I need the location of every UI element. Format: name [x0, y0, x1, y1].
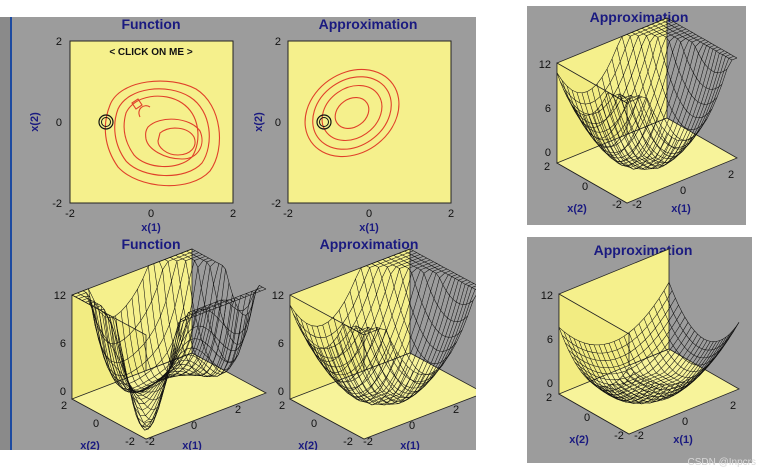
x1-tick: 0: [682, 416, 688, 428]
side-top-title: Approximation: [590, 9, 689, 25]
x1-axis-label: x(1): [182, 440, 202, 450]
x-tick: 2: [230, 208, 236, 220]
z-tick: 0: [278, 386, 284, 398]
z-tick: 0: [60, 386, 66, 398]
x1-tick: 0: [680, 185, 686, 197]
x1-tick: -2: [632, 199, 642, 211]
watermark: CSDN @Inpcrs: [687, 457, 757, 468]
y-axis-label: x(2): [253, 112, 265, 132]
y-tick: -2: [271, 198, 281, 210]
surface-plot-side-bottom[interactable]: Approximation 12 6 0 2 0 -2 -2 0 2 x(2) …: [541, 242, 740, 446]
z-tick: 12: [54, 290, 66, 302]
x2-tick: 2: [279, 400, 285, 412]
figure-left-edge: [0, 17, 12, 450]
side-figure-top: Approximation 12 6 0 2 0 -2 -2 0 2 x(2) …: [527, 6, 746, 225]
x-tick: -2: [283, 208, 293, 220]
x1-tick: 2: [730, 400, 736, 412]
z-tick: 6: [547, 334, 553, 346]
x-axis-label: x(1): [359, 222, 379, 234]
x1-tick: 0: [409, 420, 415, 432]
z-tick: 0: [547, 378, 553, 390]
x2-tick: 2: [546, 392, 552, 404]
x2-tick: -2: [612, 199, 622, 211]
x1-tick: -2: [363, 436, 373, 448]
surface-function-title: Function: [121, 236, 180, 252]
contour-function-plot-area[interactable]: [69, 40, 234, 204]
x1-tick: 2: [728, 169, 734, 181]
x2-tick: -2: [343, 436, 353, 448]
x2-axis-label: x(2): [569, 434, 589, 446]
y-tick: 2: [275, 36, 281, 48]
z-tick: 12: [539, 59, 551, 71]
main-figure-panel: Function < CLICK ON ME > 2 0 -2 -2 0 2 x…: [0, 17, 476, 450]
z-tick: 12: [541, 290, 553, 302]
contour-plot-approximation[interactable]: Approximation 2 0 -2 -2 0 2 x(1) x(2): [253, 17, 454, 234]
x-axis-label: x(1): [141, 222, 161, 234]
y-tick: 0: [275, 117, 281, 129]
x-tick: 0: [366, 208, 372, 220]
x-tick: 2: [448, 208, 454, 220]
x2-tick: 0: [311, 418, 317, 430]
x1-axis-label: x(1): [400, 440, 420, 450]
x2-axis-label: x(2): [80, 440, 100, 450]
contour-function-title: Function: [121, 17, 180, 32]
z-tick: 12: [272, 290, 284, 302]
x-tick: 0: [148, 208, 154, 220]
contour-approx-title: Approximation: [319, 17, 418, 32]
marker-outer-circle: [316, 114, 332, 130]
z-tick: 6: [60, 338, 66, 350]
x1-tick: 2: [235, 404, 241, 416]
x1-tick: 2: [453, 404, 459, 416]
x2-tick: 0: [93, 418, 99, 430]
x2-tick: -2: [125, 436, 135, 448]
x2-tick: 0: [584, 412, 590, 424]
x2-axis-label: x(2): [567, 203, 587, 215]
x2-tick: -2: [614, 430, 624, 442]
click-on-me-button[interactable]: < CLICK ON ME >: [109, 47, 193, 58]
contour-function-lines: [104, 80, 220, 187]
x2-axis-label: x(2): [298, 440, 318, 450]
z-tick: 6: [278, 338, 284, 350]
x1-tick: -2: [634, 430, 644, 442]
x1-axis-label: x(1): [673, 434, 693, 446]
contour-approx-plot-area[interactable]: [287, 40, 452, 204]
surface-plot-function[interactable]: Function 12 6 0 2 0 -2 -2 0 2 x(2) x(1): [54, 236, 267, 450]
surface-approx-title: Approximation: [320, 236, 419, 252]
side-figure-bottom: Approximation 12 6 0 2 0 -2 -2 0 2 x(2) …: [527, 237, 752, 463]
marker-inner-circle: [319, 117, 329, 127]
side-bottom-title: Approximation: [594, 242, 693, 258]
x1-axis-label: x(1): [671, 203, 691, 215]
marker-outer-circle: [98, 114, 114, 130]
contour-plot-function[interactable]: Function < CLICK ON ME > 2 0 -2 -2 0 2 x…: [29, 17, 236, 234]
z-tick: 0: [545, 147, 551, 159]
surface-plot-side-top[interactable]: Approximation 12 6 0 2 0 -2 -2 0 2 x(2) …: [539, 9, 738, 215]
floor: [71, 352, 267, 440]
x2-tick: 0: [582, 181, 588, 193]
contour-approx-lines: [304, 68, 400, 158]
y-axis-label: x(2): [29, 112, 41, 132]
y-tick: 2: [56, 36, 62, 48]
x-tick: -2: [65, 208, 75, 220]
y-tick: 0: [56, 117, 62, 129]
x2-tick: 2: [61, 400, 67, 412]
x1-tick: -2: [145, 436, 155, 448]
x2-tick: 2: [544, 161, 550, 173]
x1-tick: 0: [191, 420, 197, 432]
surface-plot-approximation[interactable]: Approximation 12 6 0 2 0 -2 -2 0 2 x(2) …: [272, 236, 476, 450]
z-tick: 6: [545, 103, 551, 115]
y-tick: -2: [52, 198, 62, 210]
marker-inner-circle: [101, 117, 111, 127]
